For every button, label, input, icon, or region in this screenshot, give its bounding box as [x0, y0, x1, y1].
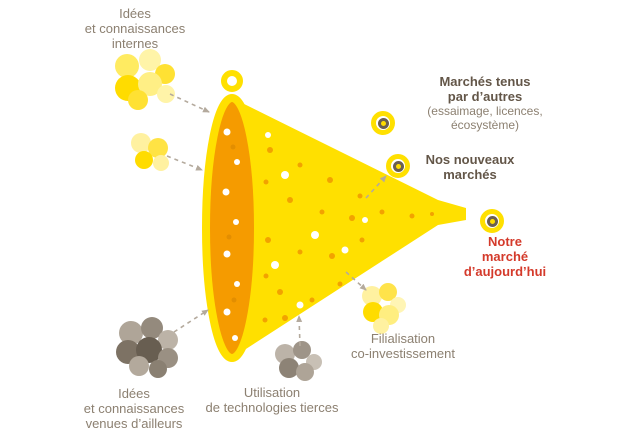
- label-line: Utilisation: [243, 385, 301, 400]
- idea-cluster-external: [116, 317, 178, 378]
- label-line: marché: [481, 249, 529, 264]
- label-line: Notre: [488, 234, 522, 249]
- funnel-mouth: [202, 94, 262, 362]
- label-current-market: Notre marché d’aujourd’hui: [445, 234, 565, 279]
- label-line: d’aujourd’hui: [463, 264, 547, 279]
- target-icon-new-markets: [386, 154, 410, 178]
- funnel-texture-dots: [262, 132, 434, 323]
- target-icon-core: [486, 215, 498, 227]
- funnel-mouth-dots: [222, 128, 240, 341]
- target-icon-current-market: [480, 209, 504, 233]
- idea-cluster-third-party: [275, 341, 322, 381]
- target-icon-core: [377, 117, 389, 129]
- label-line: Nos nouveaux: [425, 152, 515, 167]
- label-new-markets: Nos nouveaux marchés: [410, 152, 530, 182]
- label-spin-off: Filialisation co-investissement: [328, 331, 478, 361]
- label-line: (essaimage, licences,: [427, 104, 543, 118]
- label-line: Filialisation: [370, 331, 436, 346]
- label-line: venues d’ailleurs: [85, 416, 183, 431]
- funnel-cone: [232, 98, 466, 358]
- label-line: et connaissances: [83, 401, 185, 416]
- target-icon-core: [392, 160, 404, 172]
- label-third-party-tech: Utilisation de technologies tierces: [182, 385, 362, 415]
- label-line: de technologies tierces: [205, 400, 339, 415]
- flow-arrows: [166, 93, 387, 347]
- label-line: Idées: [119, 6, 151, 21]
- label-line: et connaissances: [84, 21, 186, 36]
- label-line: Idées: [118, 386, 150, 401]
- label-line: écosystème): [450, 118, 520, 132]
- label-line: par d’autres: [447, 89, 523, 104]
- label-line: Marchés tenus: [439, 74, 531, 89]
- label-line: co-investissement: [350, 346, 456, 361]
- label-line: internes: [111, 36, 159, 51]
- label-line: marchés: [443, 167, 497, 182]
- label-internal-ideas: Idées et connaissances internes: [45, 6, 225, 51]
- label-external-ideas: Idées et connaissances venues d’ailleurs: [44, 386, 224, 431]
- idea-cluster-internal-top: [115, 49, 175, 110]
- label-markets-held-by-others: Marchés tenus par d’autres (essaimage, l…: [400, 74, 570, 132]
- idea-cluster-internal-middle: [131, 133, 169, 171]
- funnel-loop-icon: [221, 70, 243, 92]
- idea-cluster-spinoff: [362, 283, 406, 334]
- target-icon-markets-others: [371, 111, 395, 135]
